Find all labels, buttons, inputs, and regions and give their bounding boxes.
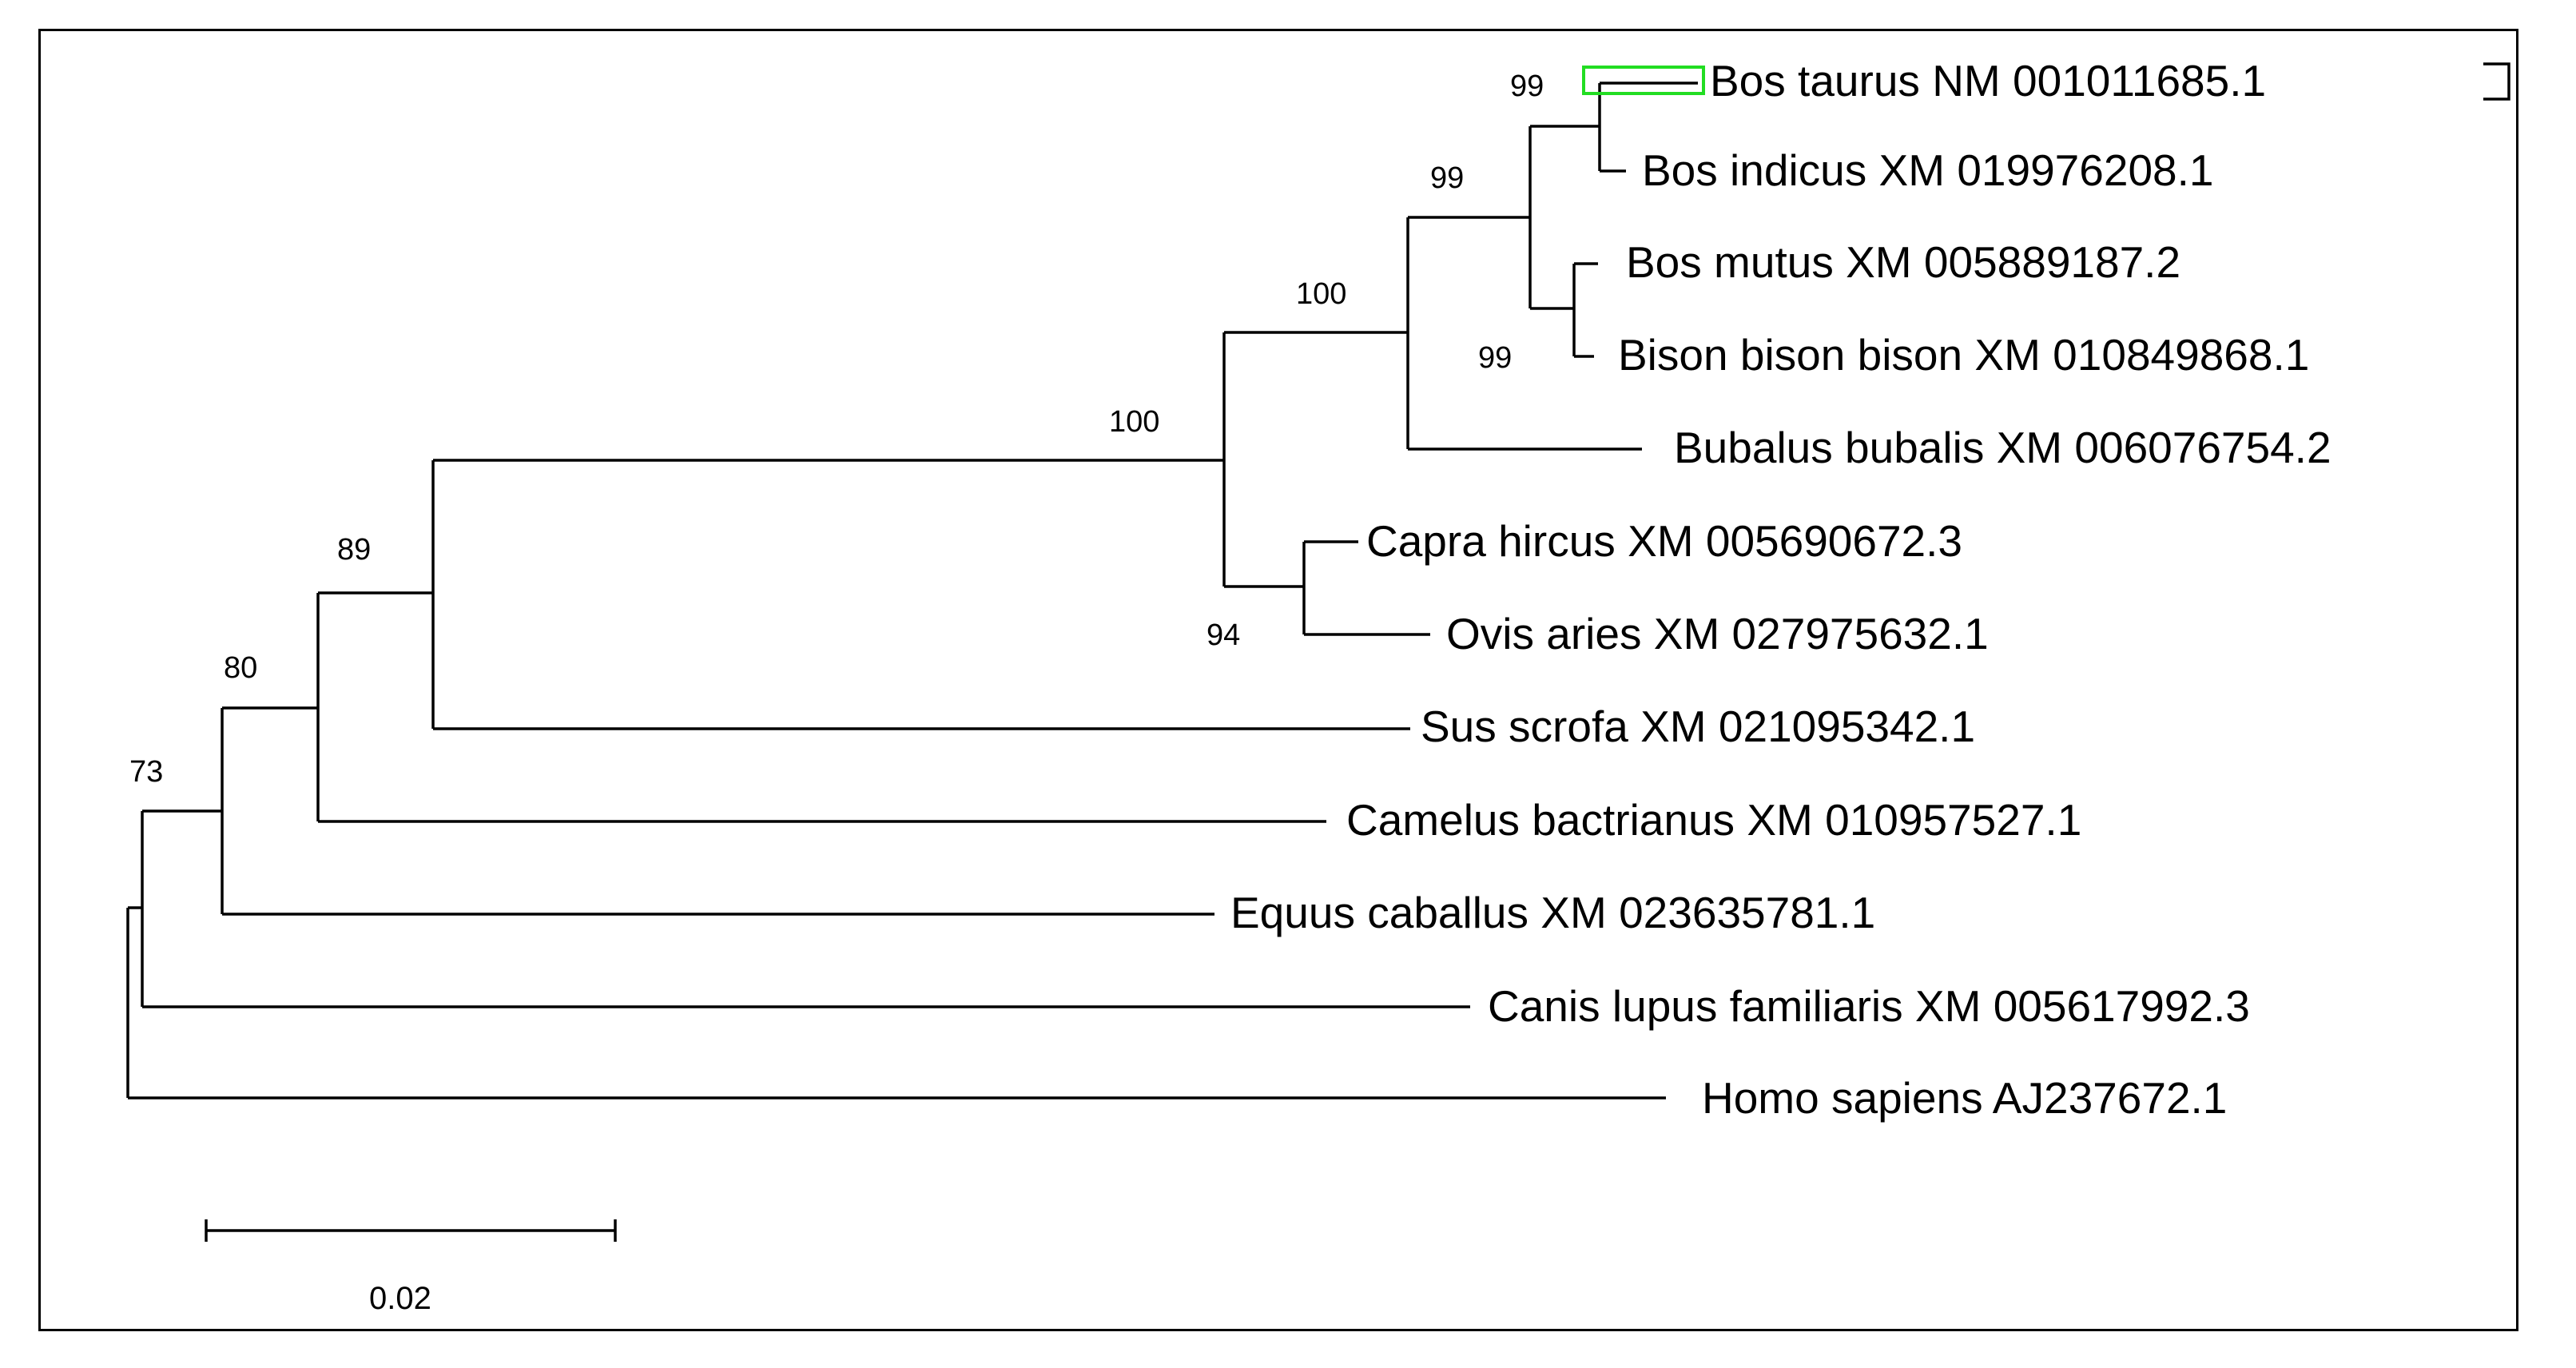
- taxon-labels: Bos taurus NM 001011685.1 Bos indicus XM…: [1230, 56, 2332, 1123]
- bootstrap-values: 99 99 99 100 100 94 89 80 73: [129, 70, 1544, 789]
- taxon-label-bos-indicus: Bos indicus XM 019976208.1: [1642, 145, 2213, 195]
- taxon-label-ovis-aries: Ovis aries XM 027975632.1: [1446, 609, 1989, 658]
- taxon-label-bubalus-bubalis: Bubalus bubalis XM 006076754.2: [1674, 423, 2332, 472]
- bootstrap-artiodactyla-sus: 89: [337, 533, 371, 567]
- scale-bar-label: 0.02: [369, 1281, 431, 1316]
- taxon-label-bison-bison: Bison bison bison XM 010849868.1: [1618, 330, 2309, 380]
- scale-bar: 0.02: [205, 1219, 617, 1316]
- taxon-label-capra-hircus: Capra hircus XM 005690672.3: [1366, 516, 1962, 566]
- bootstrap-laurasiatheria: 73: [129, 755, 163, 789]
- taxon-label-equus-caballus: Equus caballus XM 023635781.1: [1230, 888, 1875, 937]
- scale-bar-line: [205, 1219, 617, 1242]
- bootstrap-bovidae: 100: [1109, 405, 1159, 439]
- bootstrap-bos-mutus-bison: 99: [1478, 341, 1512, 375]
- taxon-label-bos-mutus: Bos mutus XM 005889187.2: [1626, 237, 2180, 287]
- taxon-label-canis-lupus: Canis lupus familiaris XM 005617992.3: [1488, 981, 2250, 1031]
- taxon-label-camelus-bactrianus: Camelus bactrianus XM 010957527.1: [1346, 795, 2081, 845]
- figure-frame: [38, 29, 2518, 1331]
- taxon-label-homo-sapiens: Homo sapiens AJ237672.1: [1702, 1073, 2227, 1123]
- tree-branches: [126, 82, 1698, 1100]
- bootstrap-caprini: 94: [1207, 618, 1240, 652]
- bootstrap-bos-group: 99: [1430, 161, 1464, 195]
- highlight-box: [1582, 66, 1705, 95]
- taxon-label-bos-taurus: Bos taurus NM 001011685.1: [1710, 56, 2266, 105]
- taxon-label-sus-scrofa: Sus scrofa XM 021095342.1: [1421, 702, 1975, 751]
- bracket-mark: [2483, 62, 2510, 101]
- bootstrap-bos-taurus-indicus: 99: [1510, 70, 1544, 103]
- bootstrap-cetartiodactyla: 80: [224, 651, 257, 685]
- bootstrap-bovini: 100: [1296, 277, 1346, 311]
